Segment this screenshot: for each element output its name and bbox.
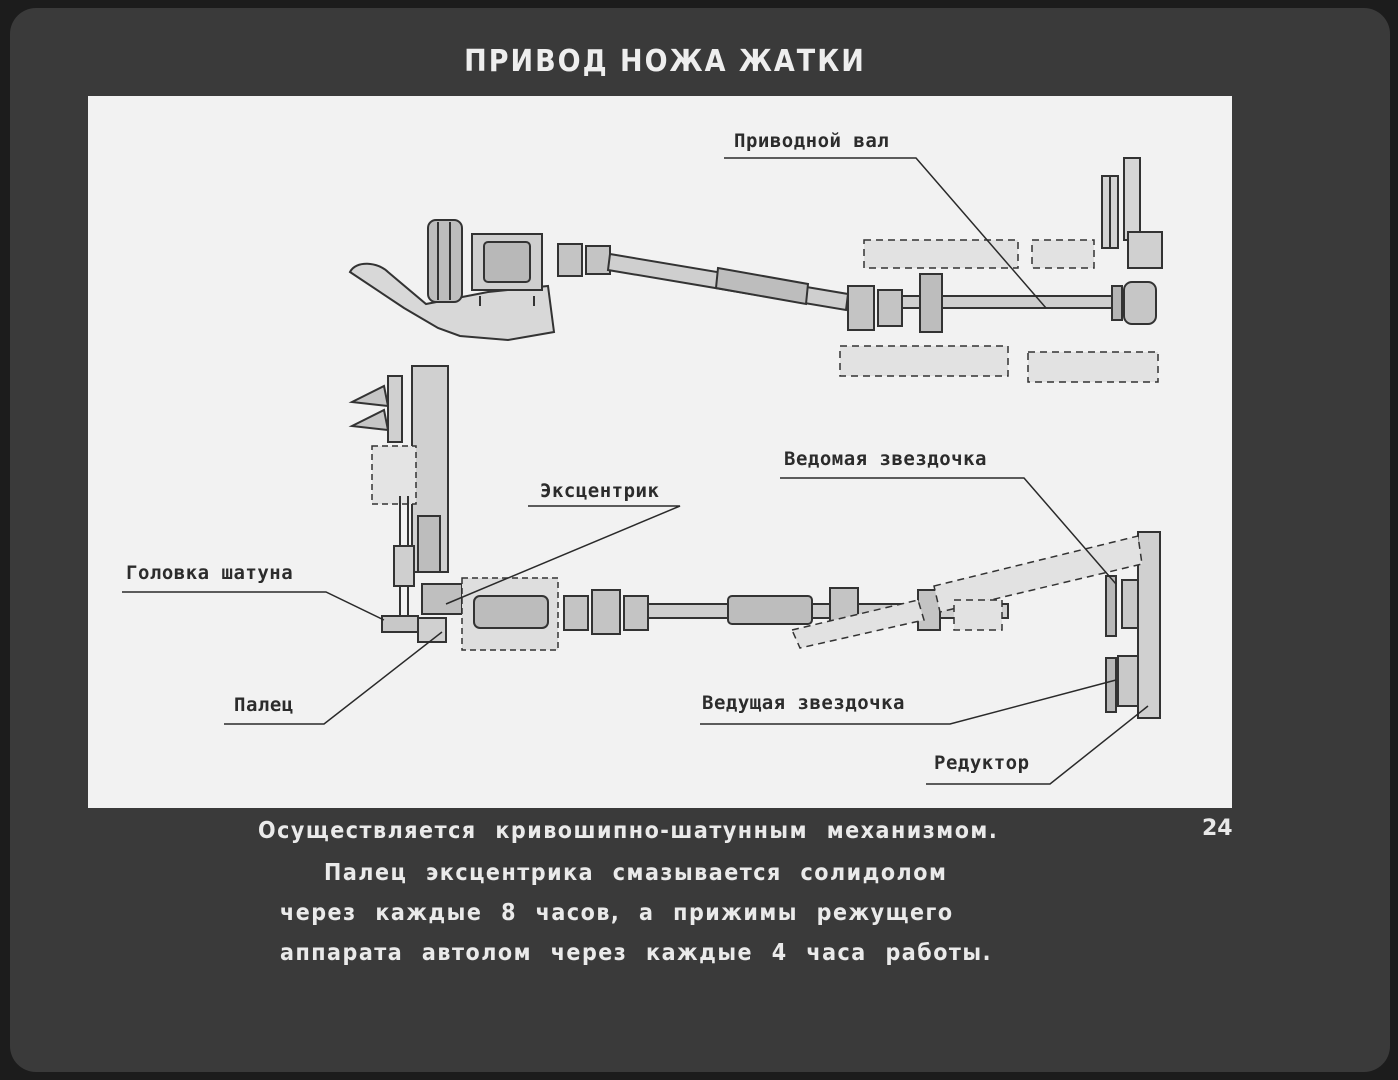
caption-line-1: Осуществляется кривошипно-шатунным механ… bbox=[258, 818, 999, 844]
page-number: 24 bbox=[1202, 816, 1233, 841]
upper-drive-assembly bbox=[348, 157, 1163, 342]
diagram-panel: Приводной вал Ведомая звездочка Эксцентр… bbox=[88, 96, 1232, 808]
label-drive-sprocket: Ведущая звездочка bbox=[702, 692, 905, 714]
caption-line-3: через каждые 8 часов, а прижимы режущего bbox=[280, 900, 954, 926]
upper-frame-beams bbox=[839, 239, 1159, 383]
caption-line-2: Палец эксцентрика смазывается солидолом bbox=[324, 860, 948, 886]
caption-line-4: аппарата автолом через каждые 4 часа раб… bbox=[280, 940, 992, 966]
leader-lines bbox=[122, 157, 1149, 785]
label-driven-sprocket: Ведомая звездочка bbox=[784, 448, 987, 470]
label-eccentric: Эксцентрик bbox=[540, 480, 660, 502]
slide-title: ПРИВОД НОЖА ЖАТКИ bbox=[464, 44, 866, 79]
label-pin: Палец bbox=[234, 694, 294, 716]
lower-drive-assembly bbox=[348, 365, 1161, 719]
label-rod-head: Головка шатуна bbox=[126, 562, 294, 584]
knife-drive-diagram bbox=[122, 157, 1163, 785]
label-reducer: Редуктор bbox=[934, 752, 1030, 774]
label-drive-shaft: Приводной вал bbox=[734, 130, 890, 152]
